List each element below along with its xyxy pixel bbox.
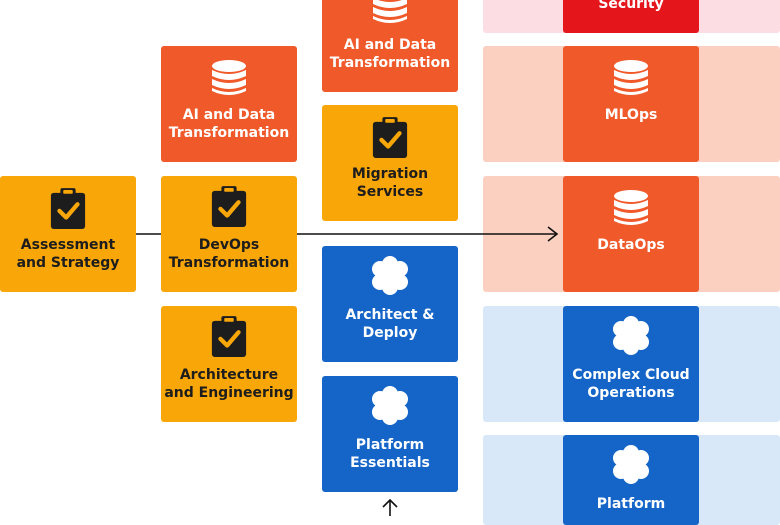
- tile-label: Security: [598, 0, 664, 12]
- tile-label: Complex Cloud Operations: [572, 367, 690, 401]
- clipboard-check-icon: [371, 117, 409, 159]
- clipboard-check-icon: [210, 316, 248, 358]
- database-icon: [611, 188, 651, 228]
- tile-architect-and-deploy[interactable]: Architect & Deploy: [322, 246, 458, 362]
- tile-architecture-and-engineering[interactable]: Architecture and Engineering: [161, 306, 297, 422]
- tile-devops-transformation[interactable]: DevOps Transformation: [161, 176, 297, 292]
- arrowhead-dataops: [547, 226, 559, 242]
- clipboard-check-icon: [49, 188, 87, 230]
- cloud-icon: [370, 386, 410, 426]
- tile-assessment-and-strategy[interactable]: Assessment and Strategy: [0, 176, 136, 292]
- arrowhead-platform-essentials: [382, 498, 398, 508]
- tile-migration-services[interactable]: Migration Services: [322, 105, 458, 221]
- database-icon: [370, 0, 410, 26]
- tile-platform[interactable]: Platform: [563, 435, 699, 525]
- tile-label: MLOps: [604, 107, 658, 123]
- tile-mlops[interactable]: MLOps: [563, 46, 699, 162]
- tile-label: DevOps Transformation: [168, 237, 290, 271]
- tile-label: Migration Services: [351, 166, 429, 200]
- tile-complex-cloud-operations[interactable]: Complex Cloud Operations: [563, 306, 699, 422]
- database-icon: [611, 58, 651, 98]
- tile-dataops[interactable]: DataOps: [563, 176, 699, 292]
- tile-security[interactable]: Security: [563, 0, 699, 33]
- tile-ai-and-data-transformation-2[interactable]: AI and Data Transformation: [322, 0, 458, 92]
- tile-label: Platform: [596, 496, 666, 512]
- cloud-icon: [611, 316, 651, 356]
- cloud-icon: [370, 256, 410, 296]
- tile-ai-and-data-transformation[interactable]: AI and Data Transformation: [161, 46, 297, 162]
- tile-label: DataOps: [597, 237, 665, 253]
- tile-platform-essentials[interactable]: Platform Essentials: [322, 376, 458, 492]
- clipboard-check-icon: [210, 186, 248, 228]
- database-icon: [209, 58, 249, 98]
- tile-label: AI and Data Transformation: [329, 37, 451, 71]
- tile-label: Assessment and Strategy: [16, 237, 120, 271]
- tile-label: AI and Data Transformation: [168, 107, 290, 141]
- tile-label: Architect & Deploy: [345, 307, 435, 341]
- tile-label: Architecture and Engineering: [164, 367, 294, 401]
- cloud-icon: [611, 445, 651, 485]
- tile-label: Platform Essentials: [350, 437, 430, 471]
